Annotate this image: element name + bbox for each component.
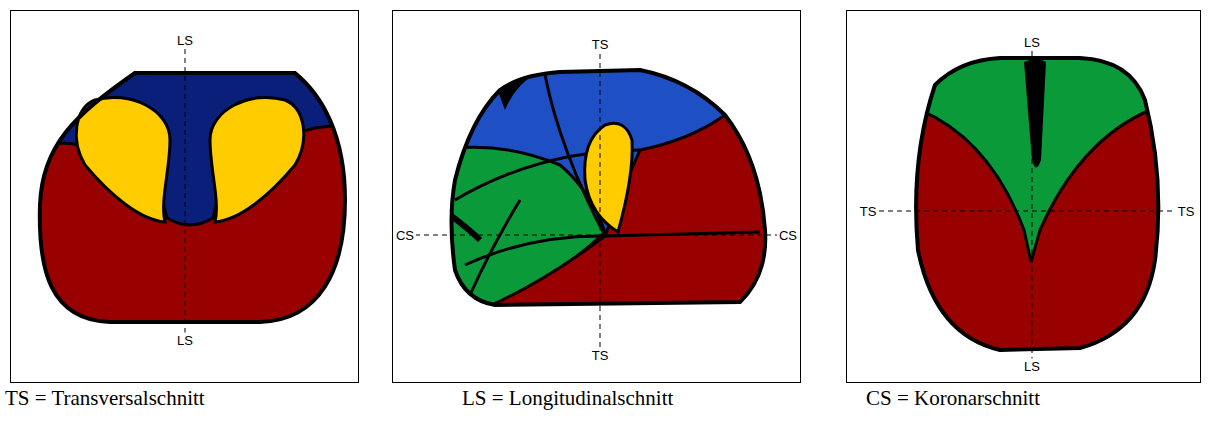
axis-label: TS [590,37,611,52]
section-caption: LS = Longitudinalschnitt [462,386,673,410]
axis-label: TS [1176,204,1197,219]
axis-label: LS [1022,35,1042,50]
section-caption: CS = Koronarschnitt [866,386,1040,410]
axis-label: CS [394,228,416,243]
section-caption: TS = Transversalschnitt [5,386,205,410]
axis-label: LS [175,333,195,348]
axis-label: CS [777,228,799,243]
axis-label: LS [175,33,195,48]
axis-label: LS [1022,359,1042,374]
axis-label: TS [590,348,611,363]
axis-label: TS [858,204,879,219]
